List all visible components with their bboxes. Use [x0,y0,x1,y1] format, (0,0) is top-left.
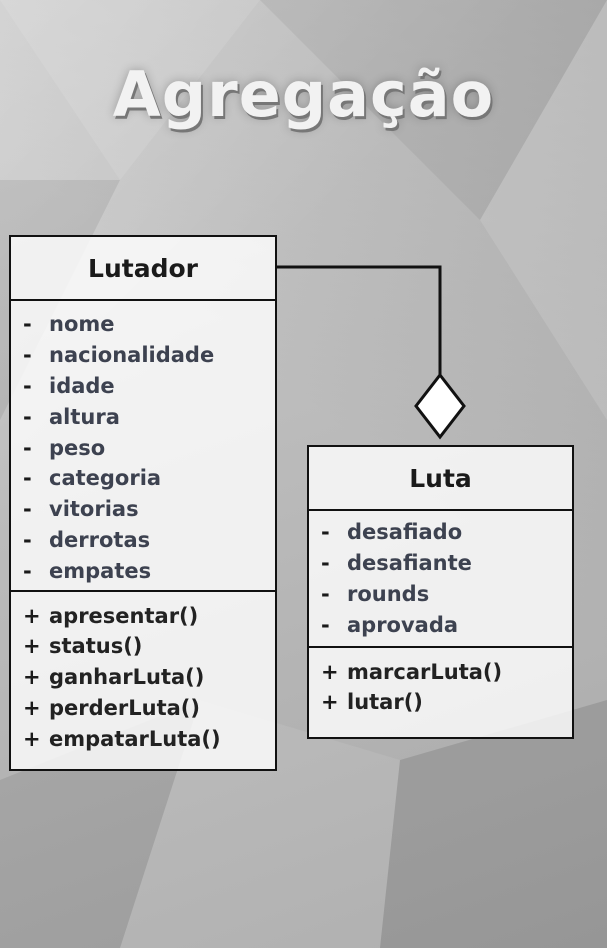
method-item: + empatarLuta() [23,723,275,754]
association-line [277,265,442,375]
attribute-name: aprovada [347,612,459,637]
attribute-item: -desafiado [321,517,572,548]
attribute-item: -altura [23,401,275,432]
visibility-marker: - [23,466,32,491]
visibility-marker: - [23,435,32,460]
method-name: status() [49,634,143,659]
method-item: + apresentar() [23,600,275,631]
attribute-name: vitorias [49,497,139,522]
attribute-item: -peso [23,432,275,463]
visibility-marker: - [321,551,330,576]
visibility-marker: - [321,612,330,637]
visibility-marker: - [23,404,32,429]
visibility-marker: - [321,520,330,545]
visibility-marker: - [23,373,32,398]
method-name: empatarLuta() [49,726,221,751]
attribute-name: rounds [347,581,430,606]
attribute-item: -vitorias [23,494,275,525]
attribute-item: -categoria [23,463,275,494]
method-name: lutar() [347,690,423,715]
visibility-marker: - [23,527,32,552]
attribute-name: categoria [49,466,162,491]
methods-section: + marcarLuta() + lutar() [309,646,572,724]
method-item: + lutar() [321,687,572,718]
visibility-marker: + [23,726,41,751]
method-item: + status() [23,631,275,662]
visibility-marker: + [321,690,339,715]
method-name: perderLuta() [49,695,200,720]
attribute-item: -nacionalidade [23,340,275,371]
attribute-name: derrotas [49,527,151,552]
attribute-item: -derrotas [23,525,275,556]
attributes-section: -nome-nacionalidade-idade-altura-peso-ca… [11,301,275,590]
class-name: Luta [309,447,572,511]
class-luta: Luta -desafiado-desafiante-rounds-aprova… [307,445,574,739]
attribute-name: desafiado [347,520,463,545]
class-name: Lutador [11,237,275,301]
method-item: + marcarLuta() [321,656,572,687]
attribute-item: -nome [23,309,275,340]
method-name: ganharLuta() [49,665,205,690]
method-item: + perderLuta() [23,693,275,724]
attribute-name: desafiante [347,551,472,576]
visibility-marker: - [23,343,32,368]
attribute-name: idade [49,373,115,398]
visibility-marker: - [23,558,32,583]
attribute-name: nacionalidade [49,343,215,368]
attribute-name: peso [49,435,106,460]
class-lutador: Lutador -nome-nacionalidade-idade-altura… [9,235,277,771]
visibility-marker: + [321,659,339,684]
attribute-item: -empates [23,555,275,586]
attribute-item: -aprovada [321,609,572,640]
visibility-marker: - [23,312,32,337]
attribute-name: empates [49,558,152,583]
method-name: marcarLuta() [347,659,503,684]
visibility-marker: - [23,497,32,522]
method-item: + ganharLuta() [23,662,275,693]
attribute-name: nome [49,312,115,337]
visibility-marker: - [321,581,330,606]
attributes-section: -desafiado-desafiante-rounds-aprovada [309,511,572,646]
methods-section: + apresentar() + status() + ganharLuta() + perd… [11,590,275,760]
attribute-item: -rounds [321,579,572,610]
page-title: Agregação [112,58,495,131]
visibility-marker: + [23,665,41,690]
attribute-item: -desafiante [321,548,572,579]
attribute-item: -idade [23,371,275,402]
method-name: apresentar() [49,603,199,628]
visibility-marker: + [23,634,41,659]
aggregation-diamond-icon [414,372,466,440]
visibility-marker: + [23,603,41,628]
visibility-marker: + [23,695,41,720]
attribute-name: altura [49,404,120,429]
